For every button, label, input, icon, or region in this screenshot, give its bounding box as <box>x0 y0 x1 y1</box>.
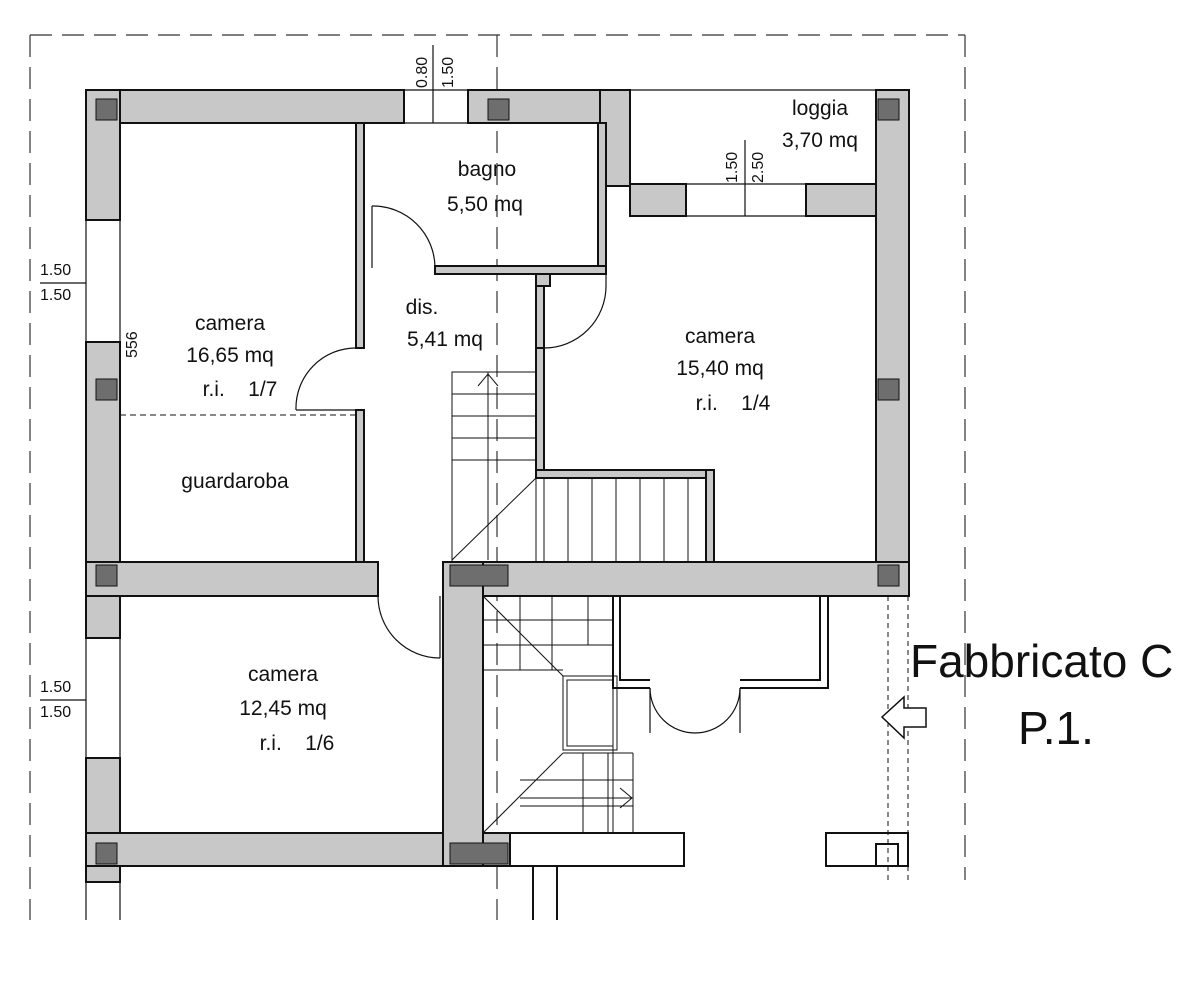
dis-area: 5,41 mq <box>407 328 483 351</box>
balcony <box>612 596 829 689</box>
dim-height-556: 556 <box>124 331 141 358</box>
loggia-area: 3,70 mq <box>782 129 858 152</box>
bagno-area: 5,50 mq <box>447 193 523 216</box>
dis-name: dis. <box>405 296 439 319</box>
building-label: Fabbricato C <box>910 635 1174 687</box>
staircase <box>451 371 689 834</box>
dim-window-w1-top: 1.50 <box>40 262 72 279</box>
camera-nw-ri: r.i. 1/7 <box>202 378 278 401</box>
dim-window-bagno-a: 0.80 <box>414 56 431 88</box>
camera-sw-ri: r.i. 1/6 <box>259 732 335 755</box>
camera-nw-area: 16,65 mq <box>186 344 274 367</box>
dim-window-loggia-a: 1.50 <box>724 151 741 183</box>
dim-window-w2-bottom: 1.50 <box>40 704 72 721</box>
lot-boundary <box>29 34 966 920</box>
dim-window-w1-bottom: 1.50 <box>40 287 72 304</box>
camera-nw-name: camera <box>194 312 266 335</box>
pillars <box>95 98 900 865</box>
dim-window-w2-top: 1.50 <box>40 679 72 696</box>
camera-e-name: camera <box>684 325 756 348</box>
camera-sw-area: 12,45 mq <box>239 697 327 720</box>
bagno-name: bagno <box>457 158 517 181</box>
walls <box>85 89 910 883</box>
floor-label: P.1. <box>1018 702 1094 754</box>
camera-sw-name: camera <box>247 663 319 686</box>
dim-window-loggia-b: 2.50 <box>750 151 767 183</box>
doors <box>295 205 741 734</box>
windows <box>40 45 876 920</box>
dim-window-bagno-b: 1.50 <box>440 56 457 88</box>
camera-e-area: 15,40 mq <box>676 357 764 380</box>
guardaroba-name: guardaroba <box>181 470 289 493</box>
loggia-name: loggia <box>791 97 849 120</box>
camera-e-ri: r.i. 1/4 <box>695 392 771 415</box>
ground-elements <box>509 596 909 920</box>
entrance-arrow-icon <box>880 695 927 740</box>
